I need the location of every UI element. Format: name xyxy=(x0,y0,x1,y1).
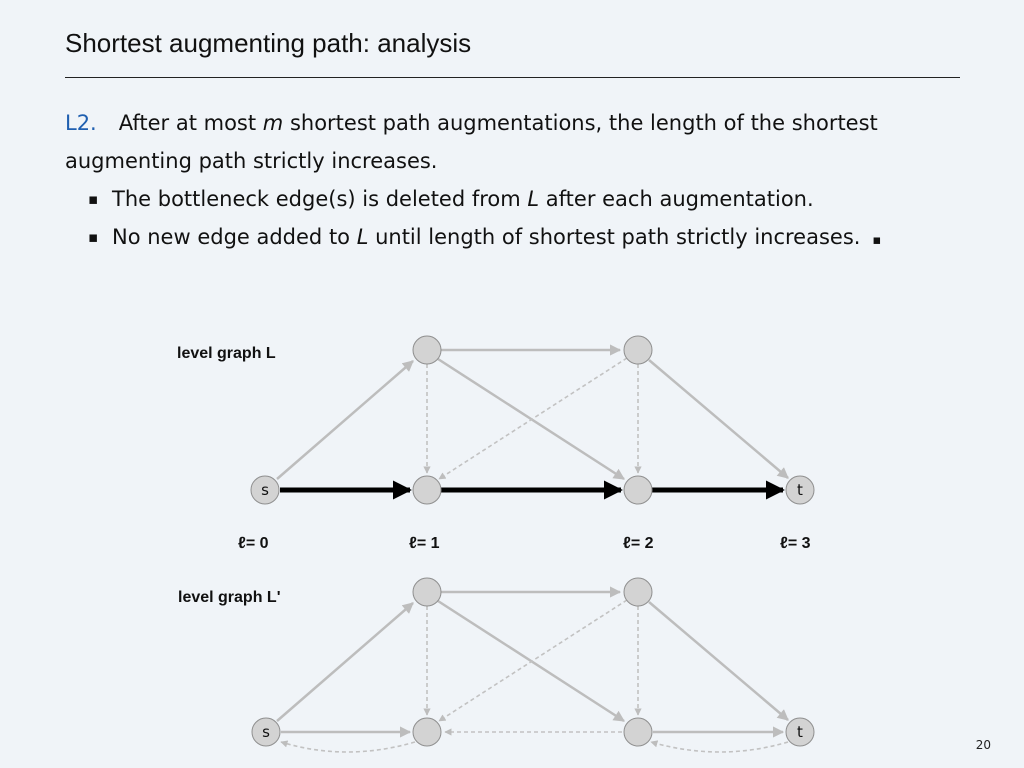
level-label-1: ℓ= 1 xyxy=(409,535,440,552)
sink-node-label: t xyxy=(797,723,803,741)
node-v1 xyxy=(412,475,442,505)
node-s xyxy=(251,717,281,747)
level-label-0: ℓ= 0 xyxy=(238,535,269,552)
node-u1 xyxy=(412,335,442,365)
dashed-edge-u2-to-v1 xyxy=(438,357,628,480)
level-label-2: ℓ= 2 xyxy=(623,535,654,552)
node-v1 xyxy=(412,717,442,747)
dashed-curve-v1-to-s xyxy=(280,740,416,753)
node-v2 xyxy=(623,475,653,505)
bullet-1-text-2: after each augmentation. xyxy=(539,187,814,211)
edge-u2-to-t xyxy=(648,359,789,479)
dashed-edge-u2-to-v1 xyxy=(438,599,628,722)
node-s xyxy=(250,475,280,505)
page-number: 20 xyxy=(975,738,991,752)
bullet-2-text-1: No new edge added to xyxy=(112,225,357,249)
lemma-statement: L2. After at most m shortest path augment… xyxy=(65,104,975,180)
level-graph-L: s t xyxy=(250,335,815,505)
node-t xyxy=(785,717,815,747)
sink-node-label: t xyxy=(797,481,803,499)
top-graph-label: level graph L xyxy=(177,345,276,362)
lemma-var-m: m xyxy=(262,111,284,135)
lemma-text-2: shortest path augmentations, the length … xyxy=(65,111,878,173)
node-t xyxy=(785,475,815,505)
node-v2 xyxy=(623,717,653,747)
slide-title: Shortest augmenting path: analysis xyxy=(65,28,472,58)
node-u1 xyxy=(412,577,442,607)
bottom-graph-label: level graph L' xyxy=(178,589,281,606)
bullet-1-text-1: The bottleneck edge(s) is deleted from xyxy=(112,187,528,211)
bullet-1-var-L: L xyxy=(527,187,540,211)
title-divider xyxy=(65,77,960,78)
bullet-item: ▪The bottleneck edge(s) is deleted from … xyxy=(65,180,975,218)
level-graph-L-prime: s t xyxy=(251,577,815,753)
bullet-2-text-2: until length of shortest path strictly i… xyxy=(368,225,861,249)
edge-s-to-u1 xyxy=(276,602,414,722)
node-u2 xyxy=(623,577,653,607)
bullet-2-var-L: L xyxy=(356,225,369,249)
level-label-3: ℓ= 3 xyxy=(780,535,811,552)
bullet-item: ▪ No new edge added to L until length of … xyxy=(65,218,975,260)
source-node-label: s xyxy=(261,481,269,499)
dashed-curve-t-to-v2 xyxy=(650,740,789,753)
lemma-text-1: After at most xyxy=(118,111,263,135)
bullet-marker: ▪ xyxy=(88,228,99,246)
node-u2 xyxy=(623,335,653,365)
lemma-number: L2. xyxy=(65,111,97,135)
qed-symbol: ▪ xyxy=(872,233,882,248)
lemma-block: L2. After at most m shortest path augment… xyxy=(65,104,975,260)
edge-u2-to-t xyxy=(648,601,789,721)
edge-s-to-u1 xyxy=(276,360,414,480)
bullet-marker: ▪ xyxy=(88,190,99,208)
source-node-label: s xyxy=(262,723,270,741)
